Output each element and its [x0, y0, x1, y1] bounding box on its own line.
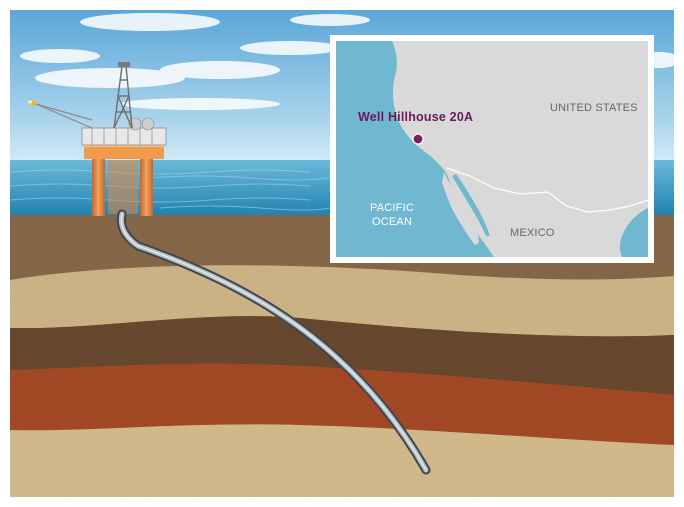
waves	[9, 169, 331, 211]
label-mexico: MEXICO	[510, 227, 555, 239]
map-border	[446, 167, 649, 213]
map-gulf	[452, 174, 490, 236]
label-pacific: PACIFIC	[370, 202, 414, 214]
map-baja	[442, 172, 479, 245]
well-pipe	[116, 209, 431, 475]
map-land	[392, 41, 648, 257]
inset-map: Well Hillhouse 20A UNITED STATES MEXICO …	[330, 35, 654, 263]
oil-rig	[28, 62, 167, 216]
label-united-states: UNITED STATES	[550, 102, 638, 114]
label-ocean: OCEAN	[372, 216, 412, 228]
clouds	[20, 13, 680, 110]
well-label: Well Hillhouse 20A	[358, 110, 473, 124]
well-marker	[412, 133, 424, 145]
